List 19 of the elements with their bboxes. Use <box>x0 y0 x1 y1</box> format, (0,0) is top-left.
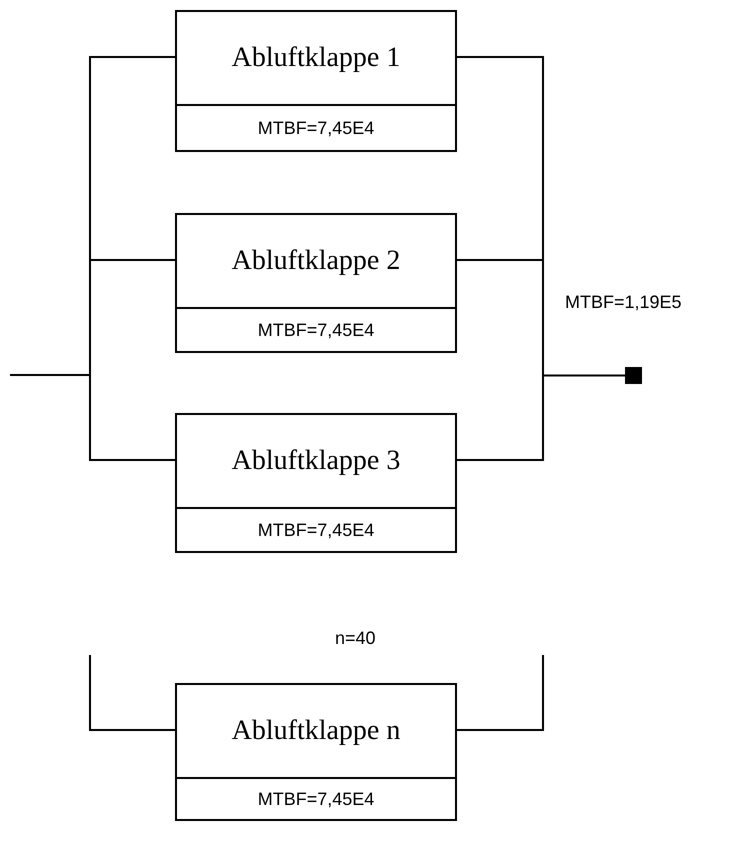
component-block <box>175 413 457 553</box>
connector-line <box>457 655 544 731</box>
mtbf-label: MTBF=1,19E5 <box>565 291 682 314</box>
terminal-square <box>625 367 642 384</box>
component-name: Abluftklappe n <box>232 714 400 748</box>
component-block <box>175 10 457 152</box>
component-name: Abluftklappe 2 <box>232 244 400 278</box>
mtbf-value: MTBF=7,45E4 <box>258 518 374 542</box>
component-block <box>175 213 457 353</box>
connector-line <box>10 374 175 461</box>
mtbf-value: MTBF=7,45E4 <box>258 788 374 810</box>
connector-line <box>89 655 175 731</box>
connector-line <box>457 374 625 461</box>
mtbf-value: MTBF=7,45E4 <box>258 116 374 140</box>
component-name: Abluftklappe 1 <box>232 41 400 75</box>
component-block <box>175 683 457 821</box>
count-note: n=40 <box>335 627 376 650</box>
component-name: Abluftklappe 3 <box>232 444 400 478</box>
mtbf-value: MTBF=7,45E4 <box>258 318 374 342</box>
